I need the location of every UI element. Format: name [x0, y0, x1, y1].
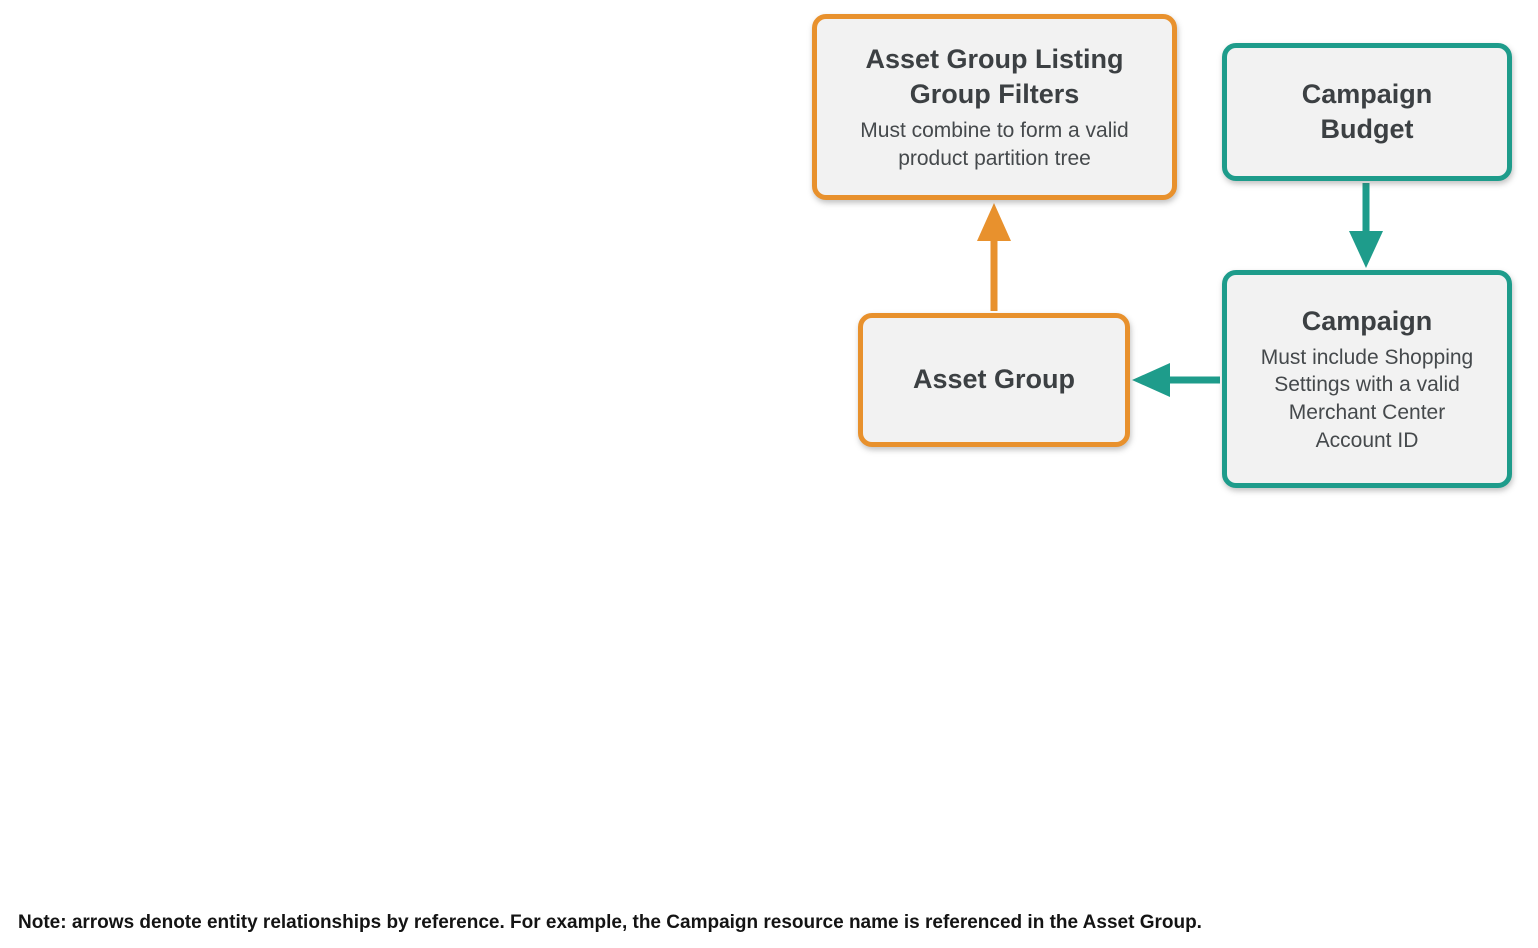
edge-campaign-budget-to-campaign-arrow [1349, 183, 1383, 268]
node-campaign-title: Campaign [1301, 305, 1433, 336]
node-campaign: Campaign Must include Shopping Settings … [1222, 270, 1512, 488]
edge-campaign-to-asset-group-arrow [1132, 363, 1220, 397]
node-campaign-subtitle: Must include Shopping Settings with a va… [1260, 345, 1474, 452]
node-campaign-budget-title: Campaign Budget [1301, 78, 1433, 144]
node-asset-group-listing-group-filters-subtitle: Must combine to form a valid product par… [860, 118, 1129, 170]
node-campaign-budget: Campaign Budget [1222, 43, 1512, 181]
diagram-note: Note: arrows denote entity relationships… [18, 912, 1202, 933]
edge-asset-group-to-listing-filters-arrow [977, 203, 1011, 311]
node-asset-group: Asset Group [858, 313, 1130, 447]
node-asset-group-title: Asset Group [912, 364, 1076, 395]
node-asset-group-listing-group-filters: Asset Group Listing Group Filters Must c… [812, 14, 1177, 200]
node-asset-group-listing-group-filters-title: Asset Group Listing Group Filters [865, 43, 1124, 109]
